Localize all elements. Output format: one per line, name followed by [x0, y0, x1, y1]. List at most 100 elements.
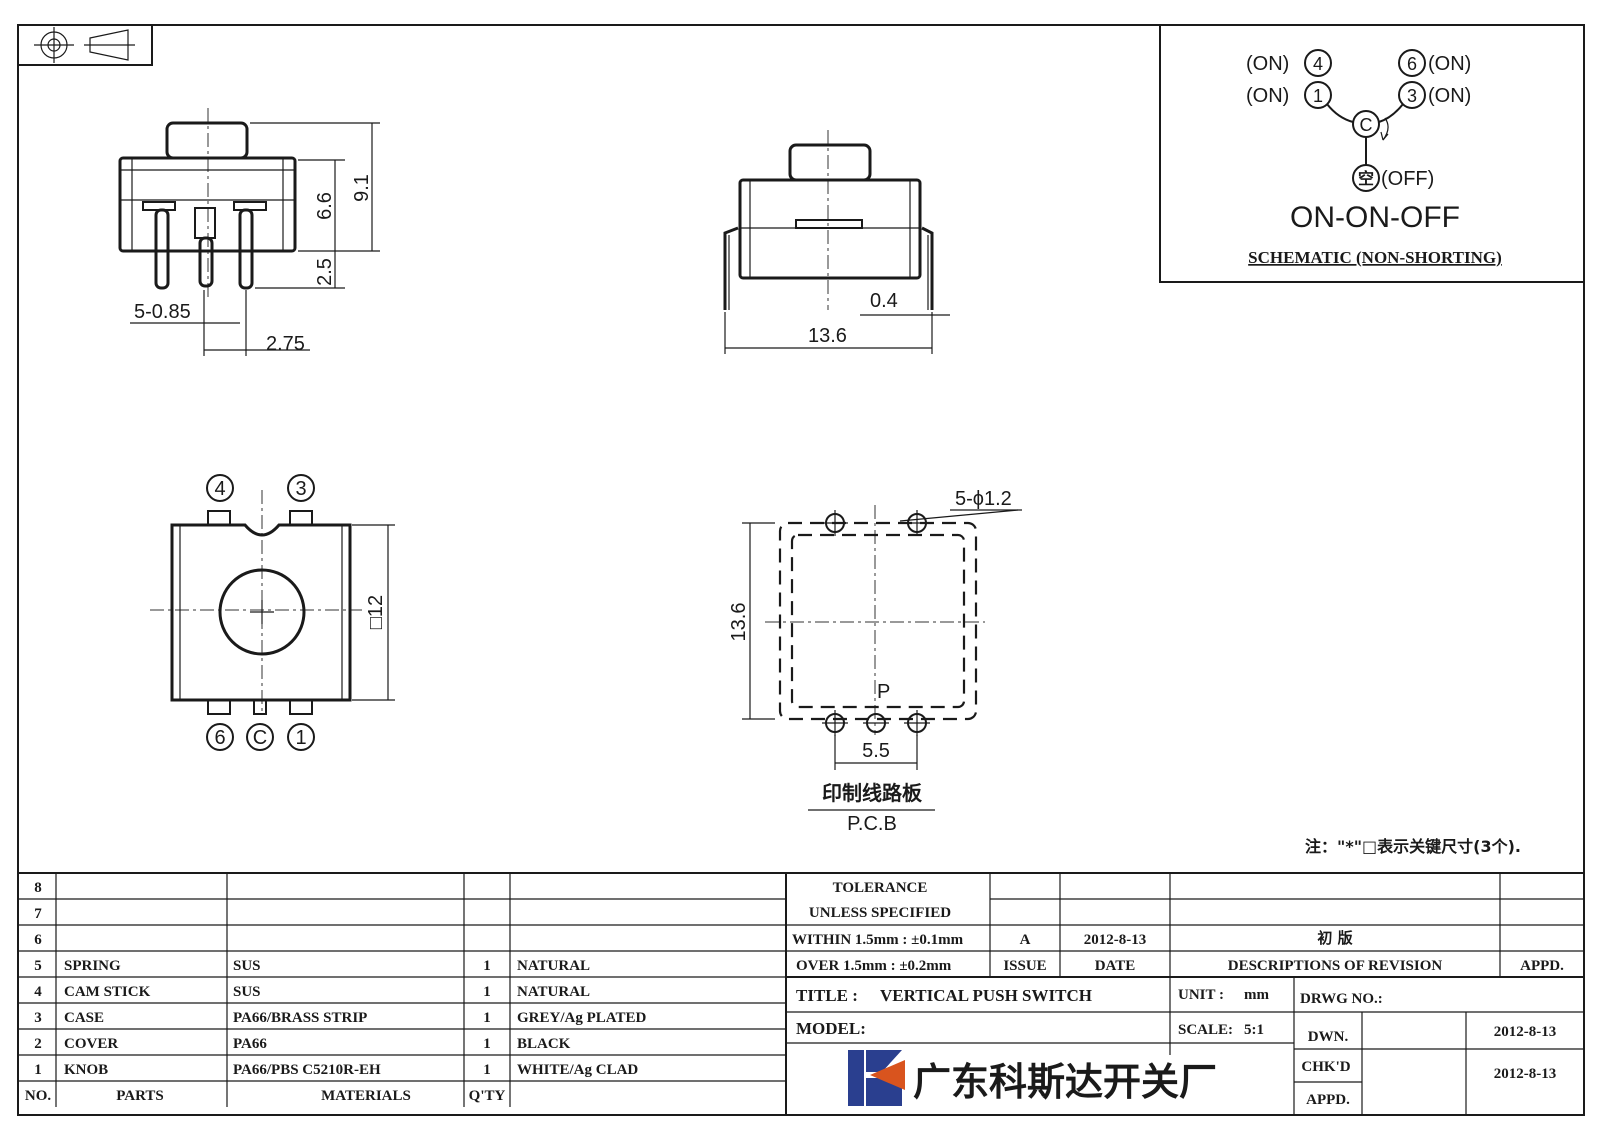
dim-square-12: □12 [365, 595, 387, 629]
schematic-box [1159, 24, 1585, 283]
svg-text:1: 1 [483, 1062, 491, 1078]
table-row: 7 [34, 906, 42, 922]
header-appd: APPD. [1520, 958, 1564, 974]
chkd-date: 2012-8-13 [1494, 1066, 1557, 1082]
schematic-on-6: (ON) [1428, 53, 1471, 75]
pcb-hole [863, 713, 889, 733]
chkd-label: CHK'D [1301, 1059, 1350, 1075]
dim-13-6-pcb: 13.6 [728, 603, 750, 642]
table-row: 8 [34, 880, 42, 896]
dim-0-4: 0.4 [870, 290, 898, 312]
schematic-c: C [1360, 115, 1373, 135]
dim-5-0-85: 5-0.85 [134, 301, 191, 323]
schematic-mode: ON-ON-OFF [1290, 201, 1460, 234]
svg-text:3: 3 [34, 1010, 42, 1026]
tolerance-within: WITHIN 1.5mm : ±0.1mm [792, 932, 964, 948]
schematic-diagram [1304, 49, 1426, 192]
table-header-row: NO. PARTS MATERIALS Q'TY [25, 1088, 506, 1104]
svg-text:8: 8 [34, 880, 42, 896]
pin-3-label: 3 [295, 478, 306, 500]
svg-text:NATURAL: NATURAL [517, 984, 590, 1000]
parts-table-grid [18, 872, 1584, 1115]
svg-text:2: 2 [34, 1036, 42, 1052]
dim-13-6-front: 13.6 [808, 325, 847, 347]
schematic-caption: SCHEMATIC (NON-SHORTING) [1248, 248, 1502, 267]
svg-text:7: 7 [34, 906, 42, 922]
svg-text:NO.: NO. [25, 1088, 52, 1104]
svg-text:CAM STICK: CAM STICK [64, 984, 151, 1000]
svg-text:6: 6 [34, 932, 42, 948]
header-date: DATE [1095, 958, 1136, 974]
schematic-on-3: (ON) [1428, 85, 1471, 107]
tolerance-1: TOLERANCE [833, 880, 928, 896]
svg-text:COVER: COVER [64, 1036, 118, 1052]
table-row: 1 KNOB PA66/PBS C5210R-EH 1 WHITE/Ag CLA… [34, 1062, 638, 1078]
svg-text:BLACK: BLACK [517, 1036, 571, 1052]
svg-text:SUS: SUS [233, 984, 261, 1000]
schematic-n-6: 6 [1407, 54, 1417, 74]
svg-text:SPRING: SPRING [64, 958, 121, 974]
scale-label: SCALE: [1178, 1022, 1233, 1038]
dim-2-5: 2.5 [314, 258, 336, 286]
dim-5-5: 5.5 [862, 740, 890, 762]
svg-text:CASE: CASE [64, 1010, 104, 1026]
sheet-border [17, 24, 1585, 1116]
dim-2-75: 2.75 [266, 333, 305, 355]
svg-text:NATURAL: NATURAL [517, 958, 590, 974]
drwg-no: DRWG NO.: [1300, 991, 1383, 1007]
rev-date: 2012-8-13 [1084, 932, 1147, 948]
svg-text:4: 4 [34, 984, 42, 1000]
pin-1-label: 1 [295, 727, 306, 749]
rev-desc: 初 版 [1317, 929, 1352, 947]
unit-value: mm [1244, 987, 1269, 1003]
svg-text:GREY/Ag PLATED: GREY/Ag PLATED [517, 1010, 646, 1026]
svg-text:1: 1 [483, 1010, 491, 1026]
pcb-label-en: P.C.B [847, 813, 897, 835]
schematic-empty: 空 [1358, 169, 1374, 188]
pin-c-label: C [253, 727, 267, 749]
table-row: 5 SPRING SUS 1 NATURAL [34, 958, 590, 974]
pcb-hole [822, 510, 848, 536]
svg-text:PA66/PBS C5210R-EH: PA66/PBS C5210R-EH [233, 1062, 381, 1078]
dwn-date: 2012-8-13 [1494, 1024, 1557, 1040]
svg-text:PA66/BRASS STRIP: PA66/BRASS STRIP [233, 1010, 367, 1026]
svg-text:WHITE/Ag CLAD: WHITE/Ag CLAD [517, 1062, 638, 1078]
pin-6-label: 6 [214, 727, 225, 749]
dim-6-6: 6.6 [314, 192, 336, 220]
svg-text:1: 1 [483, 958, 491, 974]
scale-value: 5:1 [1244, 1022, 1264, 1038]
dim-9-1: 9.1 [351, 174, 373, 202]
side-view [118, 108, 380, 356]
table-row: 6 [34, 932, 42, 948]
table-row: 2 COVER PA66 1 BLACK [34, 1036, 570, 1052]
unit-label: UNIT : [1178, 987, 1224, 1003]
svg-text:1: 1 [483, 984, 491, 1000]
table-row: 4 CAM STICK SUS 1 NATURAL [34, 984, 590, 1000]
front-view [723, 130, 950, 354]
header-issue: ISSUE [1003, 958, 1046, 974]
schematic-n-3: 3 [1407, 86, 1417, 106]
svg-text:5: 5 [34, 958, 42, 974]
pcb-hole [904, 510, 930, 536]
dwn-label: DWN. [1308, 1029, 1349, 1045]
model-label: MODEL: [796, 1019, 866, 1038]
pcb-hole [904, 710, 930, 736]
svg-text:PA66: PA66 [233, 1036, 267, 1052]
pcb-view [742, 505, 1022, 811]
bottom-view [150, 474, 395, 751]
title-block-grid [786, 873, 1584, 1115]
dim-5-phi-1-2: 5-ϕ1.2 [955, 488, 1012, 510]
svg-text:SUS: SUS [233, 958, 261, 974]
schematic-on-1: (ON) [1246, 85, 1289, 107]
projection-symbol-icon [17, 24, 153, 66]
schematic-on-4: (ON) [1246, 53, 1289, 75]
svg-text:KNOB: KNOB [64, 1062, 108, 1078]
header-desc: DESCRIPTIONS OF REVISION [1228, 958, 1443, 974]
rev-issue: A [1020, 932, 1031, 948]
schematic-off: (OFF) [1381, 168, 1434, 190]
title-value: VERTICAL PUSH SWITCH [880, 986, 1092, 1005]
pcb-hole [822, 710, 848, 736]
svg-text:1: 1 [483, 1036, 491, 1052]
schematic-n-1: 1 [1313, 86, 1323, 106]
